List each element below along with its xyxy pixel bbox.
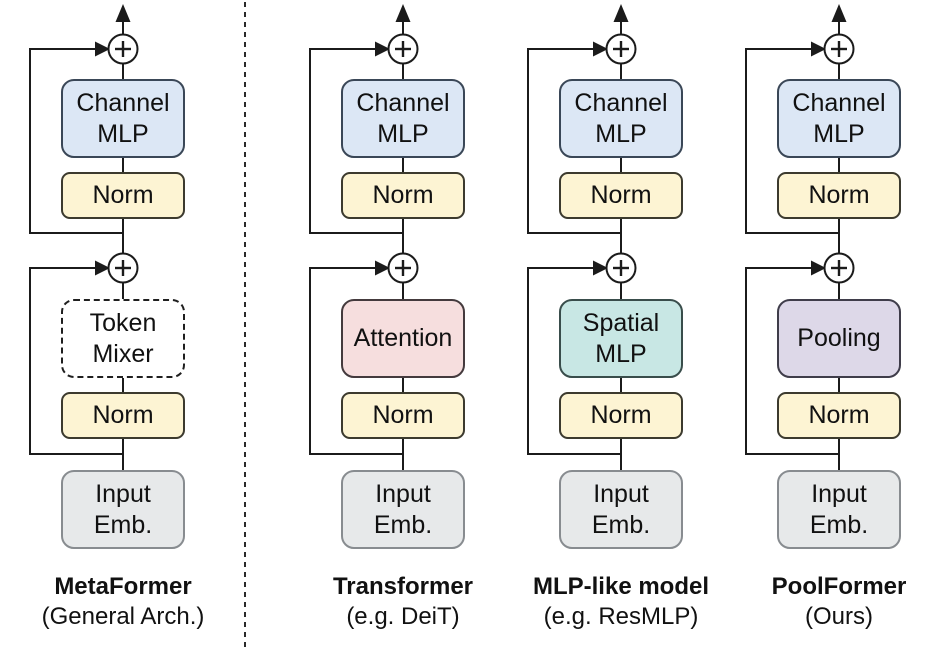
caption-subtitle: (Ours) <box>805 603 873 630</box>
block-channel-mlp: Channel MLP <box>777 79 901 158</box>
block-norm: Norm <box>61 392 185 439</box>
block-input-embedding: Input Emb. <box>559 470 683 549</box>
caption-title: Transformer <box>332 573 474 600</box>
block-norm: Norm <box>777 172 901 219</box>
column-caption-transformer: Transformer (e.g. DeiT) <box>283 572 523 632</box>
caption-title: MLP-like model <box>532 573 710 600</box>
block-input-embedding: Input Emb. <box>777 470 901 549</box>
block-channel-mlp: Channel MLP <box>559 79 683 158</box>
block-attention: Attention <box>341 299 465 378</box>
block-input-embedding: Input Emb. <box>341 470 465 549</box>
block-norm: Norm <box>559 172 683 219</box>
block-token-mixer: Token Mixer <box>61 299 185 378</box>
column-caption-poolformer: PoolFormer (Ours) <box>719 572 943 632</box>
block-norm: Norm <box>559 392 683 439</box>
block-spatial-mlp: Spatial MLP <box>559 299 683 378</box>
caption-subtitle: (e.g. DeiT) <box>346 603 460 630</box>
block-norm: Norm <box>341 392 465 439</box>
block-pooling: Pooling <box>777 299 901 378</box>
caption-title: PoolFormer <box>771 573 907 600</box>
column-caption-metaformer: MetaFormer (General Arch.) <box>3 572 243 632</box>
block-input-embedding: Input Emb. <box>61 470 185 549</box>
block-channel-mlp: Channel MLP <box>61 79 185 158</box>
block-channel-mlp: Channel MLP <box>341 79 465 158</box>
caption-subtitle: (General Arch.) <box>41 603 205 630</box>
block-norm: Norm <box>777 392 901 439</box>
caption-subtitle: (e.g. ResMLP) <box>543 603 699 630</box>
block-norm: Norm <box>61 172 185 219</box>
block-norm: Norm <box>341 172 465 219</box>
column-caption-mlp-like: MLP-like model (e.g. ResMLP) <box>501 572 741 632</box>
caption-title: MetaFormer <box>54 573 192 600</box>
